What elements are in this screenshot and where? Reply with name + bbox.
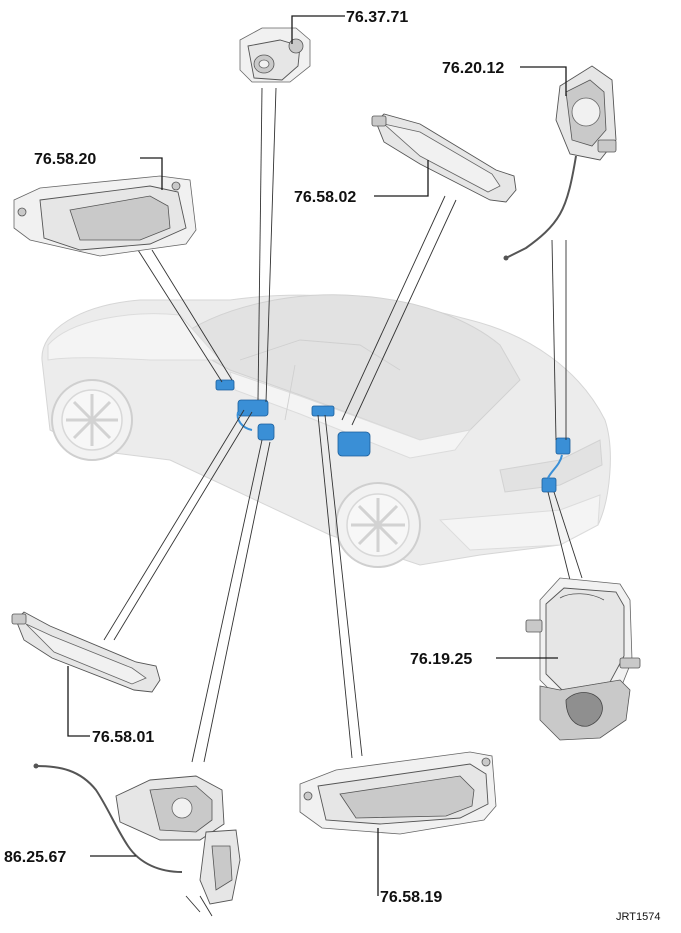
callout-label-tailgate-latch-actuator: 76.20.12 bbox=[442, 60, 504, 77]
ignition-switch-part bbox=[239, 27, 311, 83]
rear-inner-handle-part bbox=[299, 751, 497, 835]
rear-outer-handle-part bbox=[371, 113, 517, 203]
callout-label-front-inner-handle: 76.58.20 bbox=[34, 151, 96, 168]
callout-labels: 76.37.71 76.20.12 76.58.20 76.58.02 76.5… bbox=[4, 9, 660, 923]
callout-label-front-outer-handle: 76.58.01 bbox=[92, 729, 154, 746]
leader-lines bbox=[103, 87, 583, 763]
tailgate-latch-part bbox=[525, 577, 641, 741]
front-outer-handle-part bbox=[11, 611, 161, 693]
front-inner-handle-part bbox=[13, 175, 197, 257]
reference-code: JRT1574 bbox=[616, 911, 660, 923]
highlighted-components bbox=[215, 379, 571, 493]
vehicle-body bbox=[41, 294, 611, 568]
tailgate-latch-actuator-part bbox=[503, 65, 617, 261]
callout-label-front-door-latch-cable: 86.25.67 bbox=[4, 849, 66, 866]
callout-label-ignition-switch: 76.37.71 bbox=[346, 9, 408, 26]
callout-label-tailgate-latch: 76.19.25 bbox=[410, 651, 472, 668]
callout-lines bbox=[67, 15, 567, 896]
callout-label-rear-inner-handle: 76.58.19 bbox=[380, 889, 442, 906]
front-door-latch-part bbox=[33, 763, 241, 917]
callout-label-rear-outer-handle: 76.58.02 bbox=[294, 189, 356, 206]
